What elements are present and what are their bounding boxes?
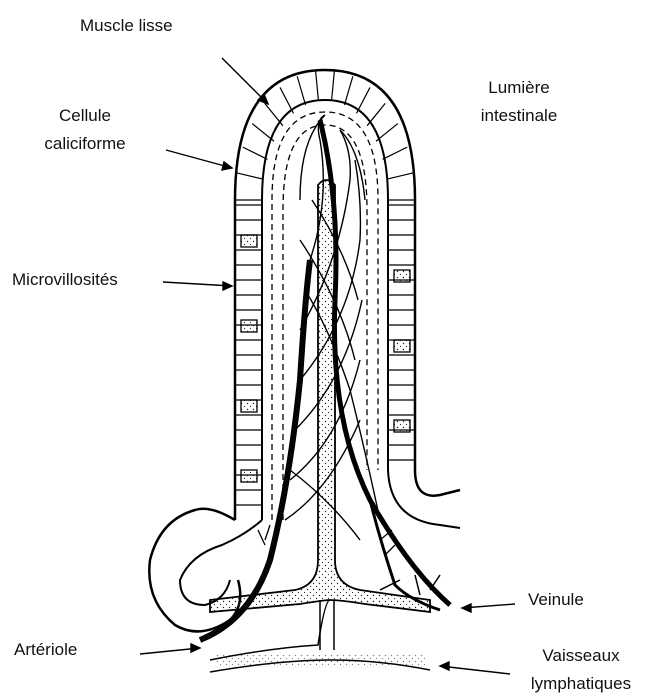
cell-wall <box>297 76 305 105</box>
label-muscle-lisse: Muscle lisse <box>80 14 173 38</box>
cell-wall <box>376 124 398 142</box>
label-cellule-line1: Cellule <box>30 104 140 128</box>
goblet-cell <box>394 420 410 432</box>
label-lumiere-line2: intestinale <box>466 104 572 128</box>
goblet-cell <box>394 340 410 352</box>
cell-wall <box>344 76 352 105</box>
cell-wall <box>367 103 385 125</box>
cell-wall <box>383 147 408 159</box>
goblet-cell <box>241 470 257 482</box>
cell-wall <box>237 173 263 179</box>
goblet-cell <box>394 270 410 282</box>
label-microvillosites: Microvillosités <box>12 268 118 292</box>
cell-wall <box>387 173 413 179</box>
goblet-cell <box>241 400 257 412</box>
goblet-cell <box>241 235 257 247</box>
cell-wall <box>265 103 283 125</box>
cell-wall <box>332 71 335 101</box>
label-lumiere-line1: Lumière <box>466 76 572 100</box>
label-vaisseaux-line2: lymphatiques <box>516 672 646 696</box>
goblet-cell <box>241 320 257 332</box>
cell-wall <box>316 71 319 101</box>
cell-wall <box>243 147 268 159</box>
label-vaisseaux-line1: Vaisseaux <box>516 644 646 668</box>
cell-wall <box>357 87 371 113</box>
label-arteriole: Artériole <box>14 638 77 662</box>
cell-wall <box>252 124 274 142</box>
cell-wall <box>280 87 294 113</box>
arteriole <box>200 260 310 640</box>
label-cellule-line2: caliciforme <box>30 132 140 156</box>
label-veinule: Veinule <box>528 588 584 612</box>
